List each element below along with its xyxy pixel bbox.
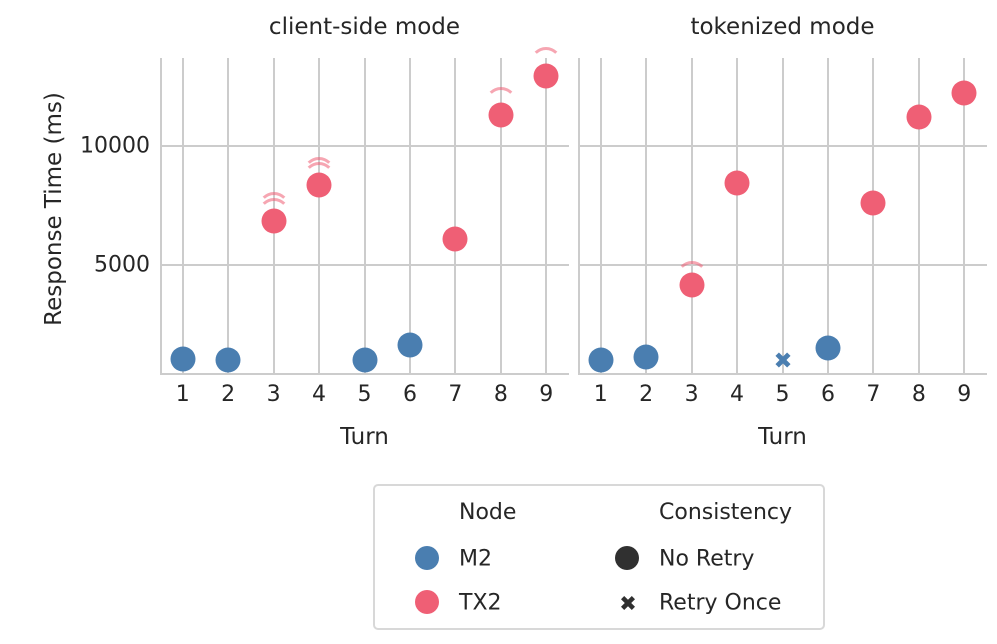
gridline-vertical	[408, 58, 411, 375]
data-point-ghost	[530, 46, 563, 79]
circle-icon	[415, 590, 441, 616]
legend-header-node: Node	[459, 500, 517, 525]
legend-item-tx2[interactable]: TX2	[403, 583, 603, 623]
gridline-horizontal	[160, 145, 569, 148]
x-tick-label: 7	[448, 382, 463, 407]
x-tick-label: 3	[684, 382, 699, 407]
data-point[interactable]	[724, 170, 750, 196]
plot-area	[578, 58, 987, 375]
data-point[interactable]	[352, 347, 377, 373]
y-axis-title: Response Time (ms)	[41, 92, 67, 326]
gridline-vertical	[545, 58, 548, 375]
x-tick-label: 2	[221, 382, 236, 407]
x-tick-label: 1	[593, 382, 608, 407]
legend-label: Retry Once	[659, 590, 782, 616]
x-tick-label: 6	[820, 382, 835, 407]
legend-header-consistency: Consistency	[659, 500, 793, 525]
x-mark-icon	[615, 590, 641, 616]
legend-item-retry-once[interactable]: Retry Once	[603, 583, 823, 623]
legend-label: TX2	[459, 590, 502, 616]
data-point[interactable]	[215, 347, 241, 373]
data-point-ghost	[257, 197, 290, 230]
gridline-vertical	[599, 58, 602, 375]
circle-icon	[615, 546, 641, 572]
gridline-horizontal	[578, 145, 987, 148]
data-point-ghost	[257, 191, 290, 224]
data-point[interactable]	[679, 272, 705, 298]
x-tick-label: 5	[357, 382, 372, 407]
x-tick-label: 8	[493, 382, 508, 407]
circle-icon	[415, 546, 441, 572]
data-point[interactable]	[860, 190, 886, 216]
x-tick-label: 9	[539, 382, 554, 407]
data-point[interactable]	[170, 346, 196, 372]
data-point[interactable]	[906, 104, 932, 130]
data-point-ghost	[484, 87, 517, 119]
legend-label: No Retry	[659, 546, 755, 572]
legend: Node M2 TX2 Consistency No Retry	[373, 484, 825, 630]
gridline-vertical	[690, 58, 693, 375]
gridline-vertical	[917, 58, 920, 375]
data-point[interactable]	[533, 63, 559, 89]
legend-column-consistency: Consistency No Retry Retry Once	[603, 486, 823, 628]
plot-area	[160, 46, 569, 375]
gridline-vertical	[645, 58, 648, 375]
gridline-vertical	[363, 58, 366, 375]
gridline-horizontal	[578, 264, 987, 267]
gridline-vertical	[963, 58, 966, 375]
legend-label: M2	[459, 546, 492, 572]
data-point-x-mark[interactable]	[769, 346, 797, 374]
x-axis-title: Turn	[340, 424, 389, 450]
gridline-vertical	[227, 58, 230, 375]
panel-client-side-mode: client-side mode Turn 1 2 3 4 5 6 7 8 9 5000 10000	[80, 14, 569, 450]
y-tick-label: 10000	[80, 133, 150, 159]
x-tick-label: 4	[312, 382, 327, 407]
x-tick-label: 1	[175, 382, 190, 407]
data-point[interactable]	[306, 172, 332, 198]
data-point-ghost	[303, 157, 336, 189]
data-point[interactable]	[588, 347, 614, 373]
x-tick-label: 2	[639, 382, 654, 407]
data-point[interactable]	[633, 344, 659, 370]
gridline-vertical	[454, 58, 457, 375]
legend-item-m2[interactable]: M2	[403, 539, 603, 579]
gridline-vertical	[872, 58, 875, 375]
x-tick-label: 9	[957, 382, 972, 407]
gridline-vertical	[826, 58, 829, 375]
gridline-vertical	[318, 58, 321, 375]
gridline-vertical	[781, 58, 784, 375]
x-tick-label: 8	[911, 382, 926, 407]
x-tick-label: 4	[730, 382, 745, 407]
data-point[interactable]	[397, 332, 423, 358]
panel-tokenized-mode: tokenized mode Turn 1 2 3 4 5 6 7 8 9	[578, 14, 987, 450]
y-tick-label: 5000	[94, 252, 150, 278]
x-tick-label: 6	[402, 382, 417, 407]
x-tick-label: 7	[866, 382, 881, 407]
panel-title: tokenized mode	[690, 14, 875, 40]
x-axis-title: Turn	[758, 424, 807, 450]
x-tick-label: 5	[775, 382, 790, 407]
gridline-vertical	[181, 58, 184, 375]
data-point[interactable]	[442, 226, 468, 252]
data-point-ghost	[675, 260, 708, 293]
legend-item-no-retry[interactable]: No Retry	[603, 539, 823, 579]
x-tick-label: 3	[266, 382, 281, 407]
gridline-vertical	[736, 58, 739, 375]
gridline-vertical	[499, 58, 502, 375]
panel-title: client-side mode	[268, 14, 461, 40]
data-point[interactable]	[488, 102, 514, 128]
gridline-horizontal	[160, 264, 569, 267]
data-point[interactable]	[815, 335, 841, 361]
legend-column-node: Node M2 TX2	[403, 486, 603, 628]
data-point[interactable]	[951, 80, 977, 105]
data-point-ghost	[303, 162, 336, 194]
data-point[interactable]	[261, 208, 287, 234]
